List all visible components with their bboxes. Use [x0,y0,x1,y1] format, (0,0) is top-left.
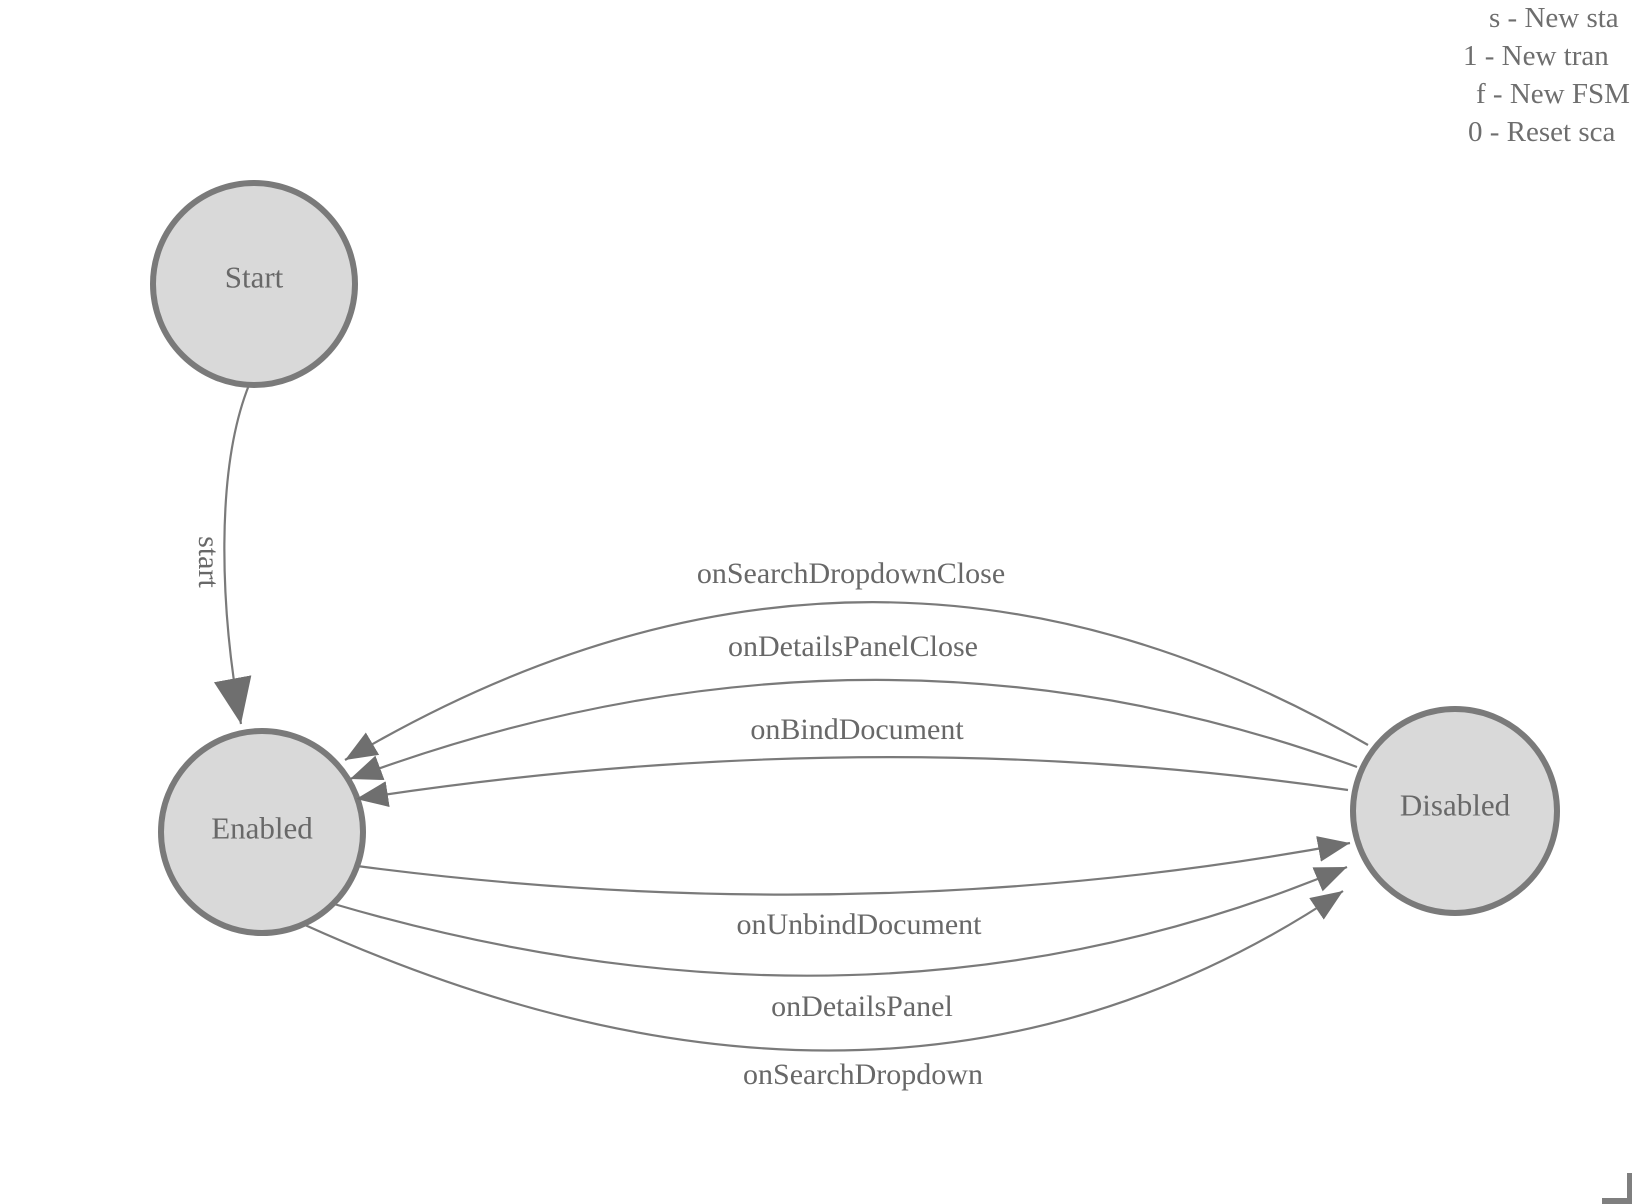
edge-onBindDocument[interactable] [355,756,1349,807]
legend-line-new-state: s - New sta [1489,2,1619,34]
edge-label-start[interactable]: start [192,536,225,588]
shortcut-legend: s - New sta 1 - New tran f - New FSM 0 -… [1463,2,1630,148]
edge-onUnbindDocument[interactable] [356,836,1351,896]
edge-label-onSearchDropdown[interactable]: onSearchDropdown [743,1058,983,1091]
state-enabled-label: Enabled [211,811,313,846]
edge-label-onDetailsPanelClose[interactable]: onDetailsPanelClose [728,630,978,663]
state-start[interactable]: Start [150,180,358,388]
canvas-corner-marker [1602,1173,1632,1204]
edge-onSearchDropdown[interactable] [304,890,1344,1052]
state-start-circle [150,180,358,388]
corner-horizontal-bar [1602,1198,1632,1204]
edge-label-onBindDocument[interactable]: onBindDocument [750,713,964,746]
edge-onDetailsPanel[interactable] [333,865,1348,977]
edge-label-onSearchDropdownClose[interactable]: onSearchDropdownClose [697,557,1005,590]
state-disabled-label: Disabled [1400,788,1511,823]
edge-label-onDetailsPanel[interactable]: onDetailsPanel [771,990,953,1023]
state-disabled[interactable]: Disabled [1350,706,1560,916]
state-enabled[interactable]: Enabled [158,728,366,936]
legend-line-new-transition: 1 - New tran [1463,40,1609,72]
legend-line-reset-scale: 0 - Reset sca [1468,116,1615,148]
state-enabled-circle [158,728,366,936]
legend-line-new-fsm: f - New FSM [1476,78,1630,110]
state-start-label: Start [225,260,284,295]
state-disabled-circle [1350,706,1560,916]
edge-onSearchDropdownClose[interactable] [344,601,1369,761]
edge-label-onUnbindDocument[interactable]: onUnbindDocument [737,908,983,941]
edge-onDetailsPanelClose[interactable] [349,678,1358,781]
edge-start[interactable] [213,384,252,725]
corner-vertical-bar [1627,1173,1632,1204]
